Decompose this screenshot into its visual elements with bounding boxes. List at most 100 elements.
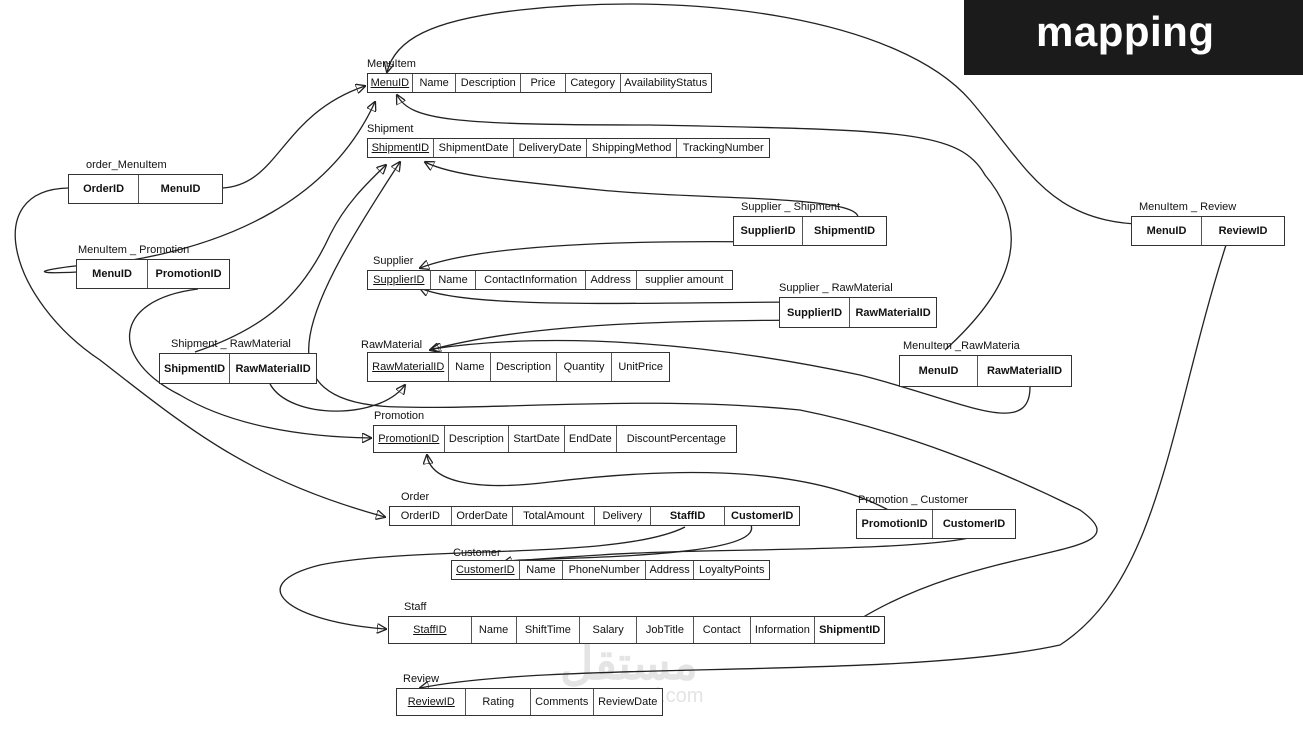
entity-review: Review ReviewID Rating Comments ReviewDa… — [396, 673, 663, 716]
attr-cell: Address — [646, 561, 695, 579]
attr-cell: Name — [520, 561, 564, 579]
badge-title: mapping — [1036, 8, 1215, 55]
attr-cell: TotalAmount — [513, 507, 595, 525]
attr-cell: PromotionID — [155, 268, 222, 280]
edge-staff-shipmentid-to-shipment — [308, 162, 1098, 620]
entity-promotion-customer: Promotion _ Customer PromotionID Custome… — [856, 494, 1016, 539]
attr-cell: Salary — [580, 617, 638, 643]
attr-cell: Information — [751, 617, 816, 643]
attr-cell: Delivery — [595, 507, 651, 525]
edge-ordermenu-orderid-to-order — [14, 187, 385, 517]
attr-cell: CustomerID — [731, 510, 794, 522]
attr-cell: JobTitle — [637, 617, 694, 643]
entity-title: Customer — [453, 547, 501, 559]
entity-supplier-shipment: Supplier _ Shipment SupplierID ShipmentI… — [733, 201, 887, 246]
attr-cell: DeliveryDate — [514, 139, 587, 157]
entity-title: RawMaterial — [361, 339, 423, 351]
entity-row: SupplierID Name ContactInformation Addre… — [367, 270, 733, 290]
entity-supplier: Supplier SupplierID Name ContactInformat… — [367, 255, 733, 290]
entity-title: Shipment _ RawMaterial — [171, 338, 291, 350]
entity-title: Supplier _ RawMaterial — [779, 282, 893, 294]
mapping-badge: mapping — [964, 0, 1303, 75]
entity-title: Promotion _ Customer — [858, 494, 969, 506]
attr-cell: PromotionID — [374, 426, 445, 452]
entity-staff: Staff StaffID Name ShiftTime Salary JobT… — [388, 601, 885, 644]
entity-customer: Customer CustomerID Name PhoneNumber Add… — [451, 547, 770, 580]
entity-promotion: Promotion PromotionID Description StartD… — [373, 410, 737, 453]
attr-cell: SupplierID — [368, 271, 431, 289]
attr-cell: SupplierID — [734, 217, 804, 245]
attr-cell: Description — [445, 426, 510, 452]
entity-title: Shipment — [367, 123, 414, 135]
attr-cell: SupplierID — [780, 298, 851, 327]
attr-cell: ShippingMethod — [587, 139, 678, 157]
entity-title: Order — [401, 491, 430, 503]
entity-shipment: Shipment ShipmentID ShipmentDate Deliver… — [367, 123, 770, 158]
attr-cell: ReviewID — [397, 689, 467, 715]
attr-cell: ReviewDate — [598, 696, 658, 708]
entity-row: MenuID RawMaterialID — [899, 355, 1072, 387]
attr-cell: Description — [491, 353, 557, 381]
attr-cell: ContactInformation — [476, 271, 586, 289]
attr-cell: Name — [449, 353, 492, 381]
entity-row: ShipmentID RawMaterialID — [159, 353, 317, 384]
attr-cell: Description — [456, 74, 522, 92]
entity-title: order_MenuItem — [86, 159, 167, 171]
attr-cell: AvailabilityStatus — [624, 77, 708, 89]
attr-cell: Comments — [531, 689, 594, 715]
attr-cell: ShiftTime — [517, 617, 581, 643]
edge-menupromo-menuid-to-menuitem — [43, 102, 375, 274]
attr-cell: OrderID — [390, 507, 452, 525]
entity-order-menuitem: order_MenuItem OrderID MenuID — [68, 159, 223, 204]
entity-shipment-rawmaterial: Shipment _ RawMaterial ShipmentID RawMat… — [159, 338, 317, 384]
attr-cell: MenuID — [368, 74, 413, 92]
attr-cell: MenuID — [160, 183, 201, 195]
attr-cell: ReviewID — [1218, 225, 1268, 237]
edge-menurm-rawmaterialid-to-rawmaterial — [432, 339, 1031, 414]
edge-order-staffid-to-staff — [279, 526, 686, 629]
entity-title: MenuItem — [367, 58, 416, 70]
attr-cell: ShipmentID — [368, 139, 434, 157]
entity-row: PromotionID Description StartDate EndDat… — [373, 425, 737, 453]
entity-row: MenuID PromotionID — [76, 259, 230, 289]
entity-row: ShipmentID ShipmentDate DeliveryDate Shi… — [367, 138, 770, 158]
attr-cell: MenuID — [1132, 217, 1203, 245]
edge-menupromo-promotionid-to-promotion — [129, 288, 371, 438]
attr-cell: TrackingNumber — [682, 142, 764, 154]
entity-title: Review — [403, 673, 440, 685]
attr-cell: supplier amount — [645, 274, 724, 286]
entity-menuitem-promotion: MenuItem _ Promotion MenuID PromotionID — [76, 244, 230, 289]
entity-row: ReviewID Rating Comments ReviewDate — [396, 688, 663, 716]
attr-cell: CustomerID — [452, 561, 520, 579]
attr-cell: ShipmentDate — [434, 139, 515, 157]
entity-row: SupplierID ShipmentID — [733, 216, 887, 246]
attr-cell: Name — [472, 617, 517, 643]
attr-cell: OrderDate — [452, 507, 514, 525]
attr-cell: StartDate — [509, 426, 565, 452]
entity-title: MenuItem _ Review — [1139, 201, 1237, 213]
entity-title: MenuItem _ Promotion — [78, 244, 190, 256]
entity-row: RawMaterialID Name Description Quantity … — [367, 352, 670, 382]
entity-row: StaffID Name ShiftTime Salary JobTitle C… — [388, 616, 885, 644]
attr-cell: OrderID — [69, 175, 140, 203]
attr-cell: RawMaterialID — [235, 362, 311, 375]
attr-cell: MenuID — [77, 260, 149, 288]
attr-cell: DiscountPercentage — [626, 433, 726, 445]
entity-title: Promotion — [374, 410, 425, 422]
entity-row: SupplierID RawMaterialID — [779, 297, 937, 328]
entity-title: Supplier — [373, 255, 414, 267]
attr-cell: Address — [586, 271, 637, 289]
attr-cell: Name — [413, 74, 457, 92]
edge-menurm-menuid-to-menuitem — [397, 95, 1012, 351]
edge-menurev-reviewid-to-review — [420, 244, 1227, 688]
entity-menuitem-review: MenuItem _ Review MenuID ReviewID — [1131, 201, 1285, 246]
attr-cell: Name — [431, 271, 477, 289]
entity-row: CustomerID Name PhoneNumber Address Loya… — [451, 560, 770, 580]
entity-supplier-rawmaterial: Supplier _ RawMaterial SupplierID RawMat… — [779, 282, 937, 328]
edge-promocust-promotionid-to-promotion — [427, 455, 895, 514]
entity-row: PromotionID CustomerID — [856, 509, 1016, 539]
entity-row: OrderID MenuID — [68, 174, 223, 204]
entity-menuitem-rawmaterial: MenuItem _RawMateria MenuID RawMaterialI… — [899, 340, 1072, 387]
attr-cell: RawMaterialID — [368, 353, 450, 381]
